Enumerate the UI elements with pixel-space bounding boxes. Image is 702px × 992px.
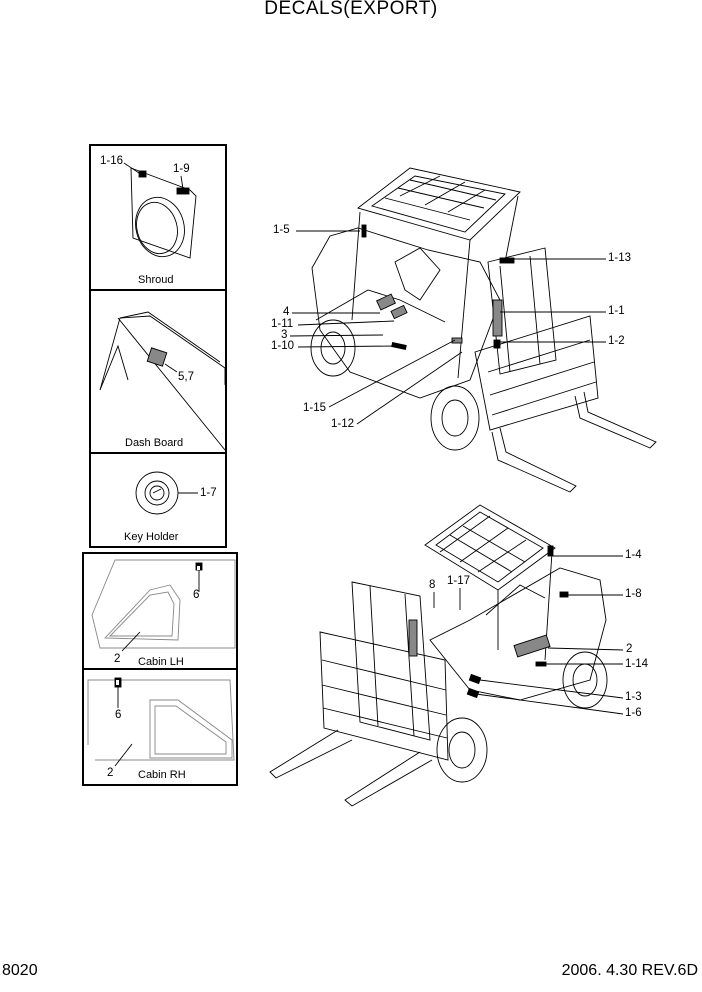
shroud-caption: Shroud — [138, 274, 174, 286]
cabin-rh-drawing — [87, 677, 235, 767]
cabin-rh-panel — [82, 668, 238, 786]
dash-board-caption: Dash Board — [125, 437, 184, 449]
callout-5-7: 5,7 — [178, 371, 194, 383]
callout-1-11: 1-11 — [271, 318, 294, 330]
shroud-drawing — [123, 162, 197, 259]
callout-1-8: 1-8 — [625, 588, 642, 600]
page-number: 8020 — [2, 962, 38, 979]
callout-cabin-rh-2: 2 — [107, 767, 114, 779]
callout-cabin-lh-2: 2 — [114, 653, 121, 665]
callout-1-16: 1-16 — [100, 155, 124, 167]
callout-1-14: 1-14 — [625, 658, 649, 670]
callout-1-4: 1-4 — [625, 549, 642, 561]
callout-1-13: 1-13 — [608, 252, 632, 264]
key-holder-panel — [89, 452, 227, 548]
callout-cabin-lh-6: 6 — [193, 589, 200, 601]
callout-1-15: 1-15 — [303, 402, 327, 414]
cabin-rh-caption: Cabin RH — [138, 769, 186, 781]
callout-1-10: 1-10 — [271, 340, 295, 352]
callout-1-6: 1-6 — [625, 707, 642, 719]
callout-1-9: 1-9 — [173, 163, 190, 175]
callout-3: 3 — [281, 329, 288, 341]
callout-2: 2 — [626, 643, 633, 655]
callout-1-12: 1-12 — [331, 418, 355, 430]
forklift-bottom-drawing — [269, 504, 624, 807]
dash-board-drawing — [99, 311, 226, 451]
callout-1-3: 1-3 — [625, 691, 642, 703]
callout-cabin-rh-6: 6 — [115, 709, 122, 721]
callout-1-7: 1-7 — [200, 487, 217, 499]
callout-4: 4 — [283, 306, 290, 318]
callout-8: 8 — [429, 579, 436, 591]
key-holder-caption: Key Holder — [124, 531, 179, 543]
callout-1-17: 1-17 — [447, 575, 471, 587]
callout-1-2: 1-2 — [608, 335, 625, 347]
callout-1-1: 1-1 — [608, 305, 625, 317]
page-title: DECALS(EXPORT) — [264, 0, 438, 19]
callout-1-5: 1-5 — [273, 224, 290, 236]
forklift-top-drawing — [289, 167, 657, 493]
revision-date: 2006. 4.30 REV.6D — [561, 962, 698, 979]
cabin-lh-caption: Cabin LH — [138, 656, 184, 668]
cabin-lh-drawing — [91, 559, 236, 652]
key-holder-drawing — [135, 471, 198, 515]
